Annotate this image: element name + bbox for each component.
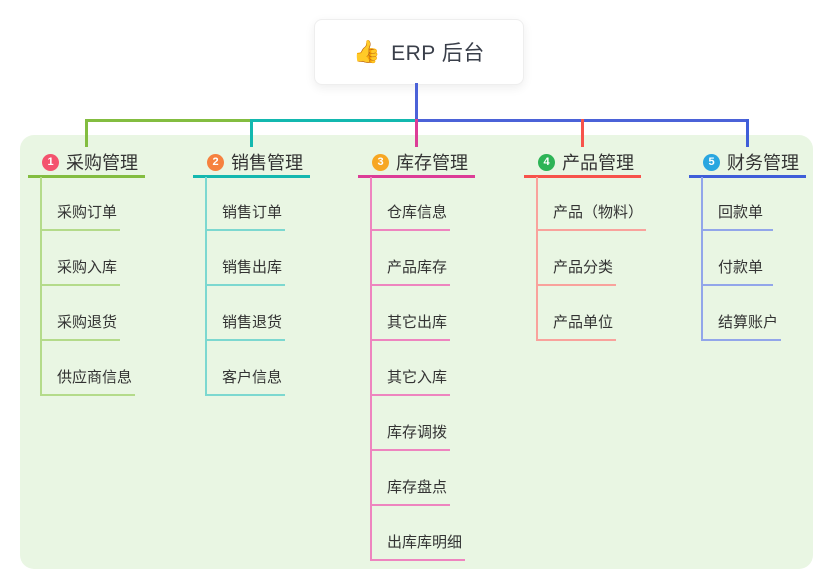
branch-item[interactable]: 销售订单: [205, 176, 286, 231]
branch-item[interactable]: 销售退货: [205, 286, 286, 341]
branch-item[interactable]: 采购订单: [40, 176, 121, 231]
branch-label: 销售管理: [231, 153, 303, 173]
connector-hbar-segment: [251, 119, 417, 122]
branch-index-badge: 2: [207, 153, 224, 171]
branch-drop-line: [415, 119, 418, 147]
thumbs-up-icon: 👍: [353, 39, 382, 64]
branch-item[interactable]: 产品分类: [536, 231, 617, 286]
branch-item[interactable]: 供应商信息: [40, 341, 136, 396]
branch-item[interactable]: 结算账户: [701, 286, 782, 341]
branch-items: 回款单付款单结算账户: [701, 176, 782, 341]
branch-label: 采购管理: [66, 153, 138, 173]
branch-item[interactable]: 客户信息: [205, 341, 286, 396]
branch-item[interactable]: 仓库信息: [370, 176, 451, 231]
branch-title-1[interactable]: 1 采购管理: [28, 149, 145, 178]
root-label: ERP 后台: [391, 42, 485, 65]
branch-item[interactable]: 付款单: [701, 231, 773, 286]
branch-guide-line: [536, 177, 538, 341]
branch-label: 产品管理: [562, 153, 634, 173]
branch-item[interactable]: 回款单: [701, 176, 773, 231]
branch-item[interactable]: 库存调拨: [370, 396, 451, 451]
branch-guide-line: [205, 177, 207, 396]
branch-index-badge: 4: [538, 153, 555, 171]
branch-title-3[interactable]: 3 库存管理: [358, 149, 475, 178]
mindmap-panel: [20, 135, 813, 569]
root-node[interactable]: 👍 ERP 后台: [314, 19, 524, 85]
branch-items: 产品（物料）产品分类产品单位: [536, 176, 647, 341]
branch-item[interactable]: 库存盘点: [370, 451, 451, 506]
branch-item[interactable]: 采购入库: [40, 231, 121, 286]
branch-index-badge: 5: [703, 153, 720, 171]
branch-label: 库存管理: [396, 153, 468, 173]
branch-drop-line: [250, 119, 253, 147]
branch-items: 仓库信息产品库存其它出库其它入库库存调拨库存盘点出库库明细: [370, 176, 466, 561]
branch-drop-line: [581, 119, 584, 147]
branch-item[interactable]: 采购退货: [40, 286, 121, 341]
branch-guide-line: [370, 177, 372, 561]
connector-hbar-segment: [85, 119, 252, 122]
branch-drop-line: [746, 119, 749, 147]
branch-index-badge: 1: [42, 153, 59, 171]
branch-label: 财务管理: [727, 153, 799, 173]
branch-title-2[interactable]: 2 销售管理: [193, 149, 310, 178]
branch-item[interactable]: 产品（物料）: [536, 176, 647, 231]
connector-root-stem: [415, 83, 418, 122]
branch-items: 采购订单采购入库采购退货供应商信息: [40, 176, 136, 396]
branch-guide-line: [40, 177, 42, 396]
branch-items: 销售订单销售出库销售退货客户信息: [205, 176, 286, 396]
branch-guide-line: [701, 177, 703, 341]
branch-item[interactable]: 其它出库: [370, 286, 451, 341]
branch-item[interactable]: 销售出库: [205, 231, 286, 286]
branch-item[interactable]: 其它入库: [370, 341, 451, 396]
branch-item[interactable]: 产品库存: [370, 231, 451, 286]
branch-title-5[interactable]: 5 财务管理: [689, 149, 806, 178]
branch-title-4[interactable]: 4 产品管理: [524, 149, 641, 178]
branch-drop-line: [85, 119, 88, 147]
branch-index-badge: 3: [372, 153, 389, 171]
branch-item[interactable]: 出库库明细: [370, 506, 466, 561]
branch-item[interactable]: 产品单位: [536, 286, 617, 341]
